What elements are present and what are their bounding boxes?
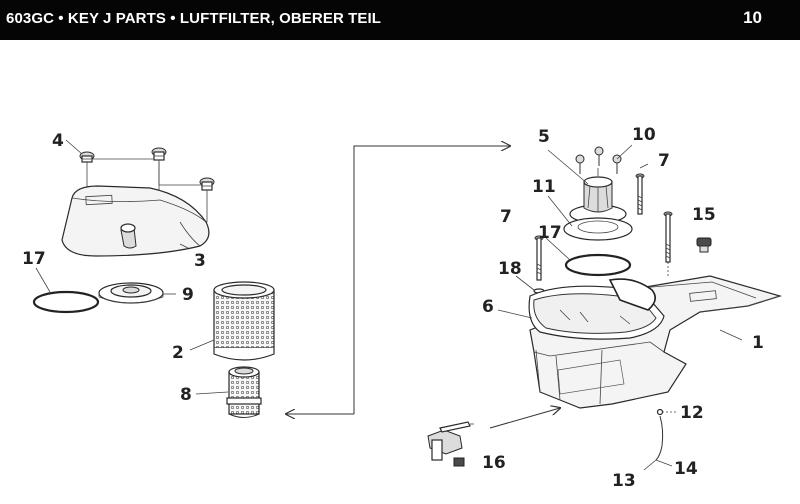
callout-12: 12 [680, 403, 704, 423]
gasket-11 [563, 217, 633, 241]
intake-seal-6 [528, 278, 665, 340]
screw-4b [151, 147, 167, 161]
leader-lines [35, 139, 743, 395]
callout-17-right: 17 [538, 223, 562, 243]
callout-6: 6 [482, 297, 494, 317]
callout-2: 2 [172, 343, 184, 363]
callout-4: 4 [52, 131, 64, 151]
callout-9: 9 [182, 285, 194, 305]
hose-12-13-14 [643, 408, 676, 471]
callout-7-left: 7 [500, 207, 512, 227]
screw-4a [79, 151, 95, 163]
screw-4c [199, 177, 215, 191]
filter-element-2 [213, 281, 275, 361]
callout-8: 8 [180, 385, 192, 405]
page-number: 10 [743, 8, 762, 27]
callout-14: 14 [674, 459, 698, 479]
callout-10: 10 [632, 125, 656, 145]
callout-18: 18 [498, 259, 522, 279]
o-ring-17-left [32, 290, 100, 314]
callout-1: 1 [752, 333, 764, 353]
callout-7-top: 7 [658, 151, 670, 171]
pre-filter-8 [226, 366, 262, 418]
screw-15 [696, 237, 712, 253]
callout-5: 5 [538, 127, 550, 147]
o-ring-17-right [564, 253, 632, 277]
exploded-parts-diagram: 4 3 17 9 2 8 5 10 7 11 7 17 15 18 6 1 12… [22, 125, 783, 491]
screw-group-10 [575, 144, 633, 174]
bolt-7-right [635, 173, 645, 215]
bolt-7-left [534, 235, 544, 281]
page-title: 603GC • KEY J PARTS • LUFTFILTER, OBERER… [6, 10, 382, 27]
valve-arrow [489, 408, 560, 429]
air-filter-cover-3 [61, 185, 210, 257]
callout-13: 13 [612, 471, 636, 491]
callout-16: 16 [482, 453, 506, 473]
valve-16 [427, 421, 474, 467]
callout-3: 3 [194, 251, 206, 271]
callout-11: 11 [532, 177, 556, 197]
callout-15: 15 [692, 205, 716, 225]
callout-17-left: 17 [22, 249, 46, 269]
assembly-link-arrow-top [353, 146, 510, 414]
screw-group-4 [79, 147, 215, 223]
page-header: 603GC • KEY J PARTS • LUFTFILTER, OBERER… [0, 0, 800, 40]
bolt-7-far-right [663, 211, 673, 276]
seal-disc-9 [98, 282, 164, 304]
